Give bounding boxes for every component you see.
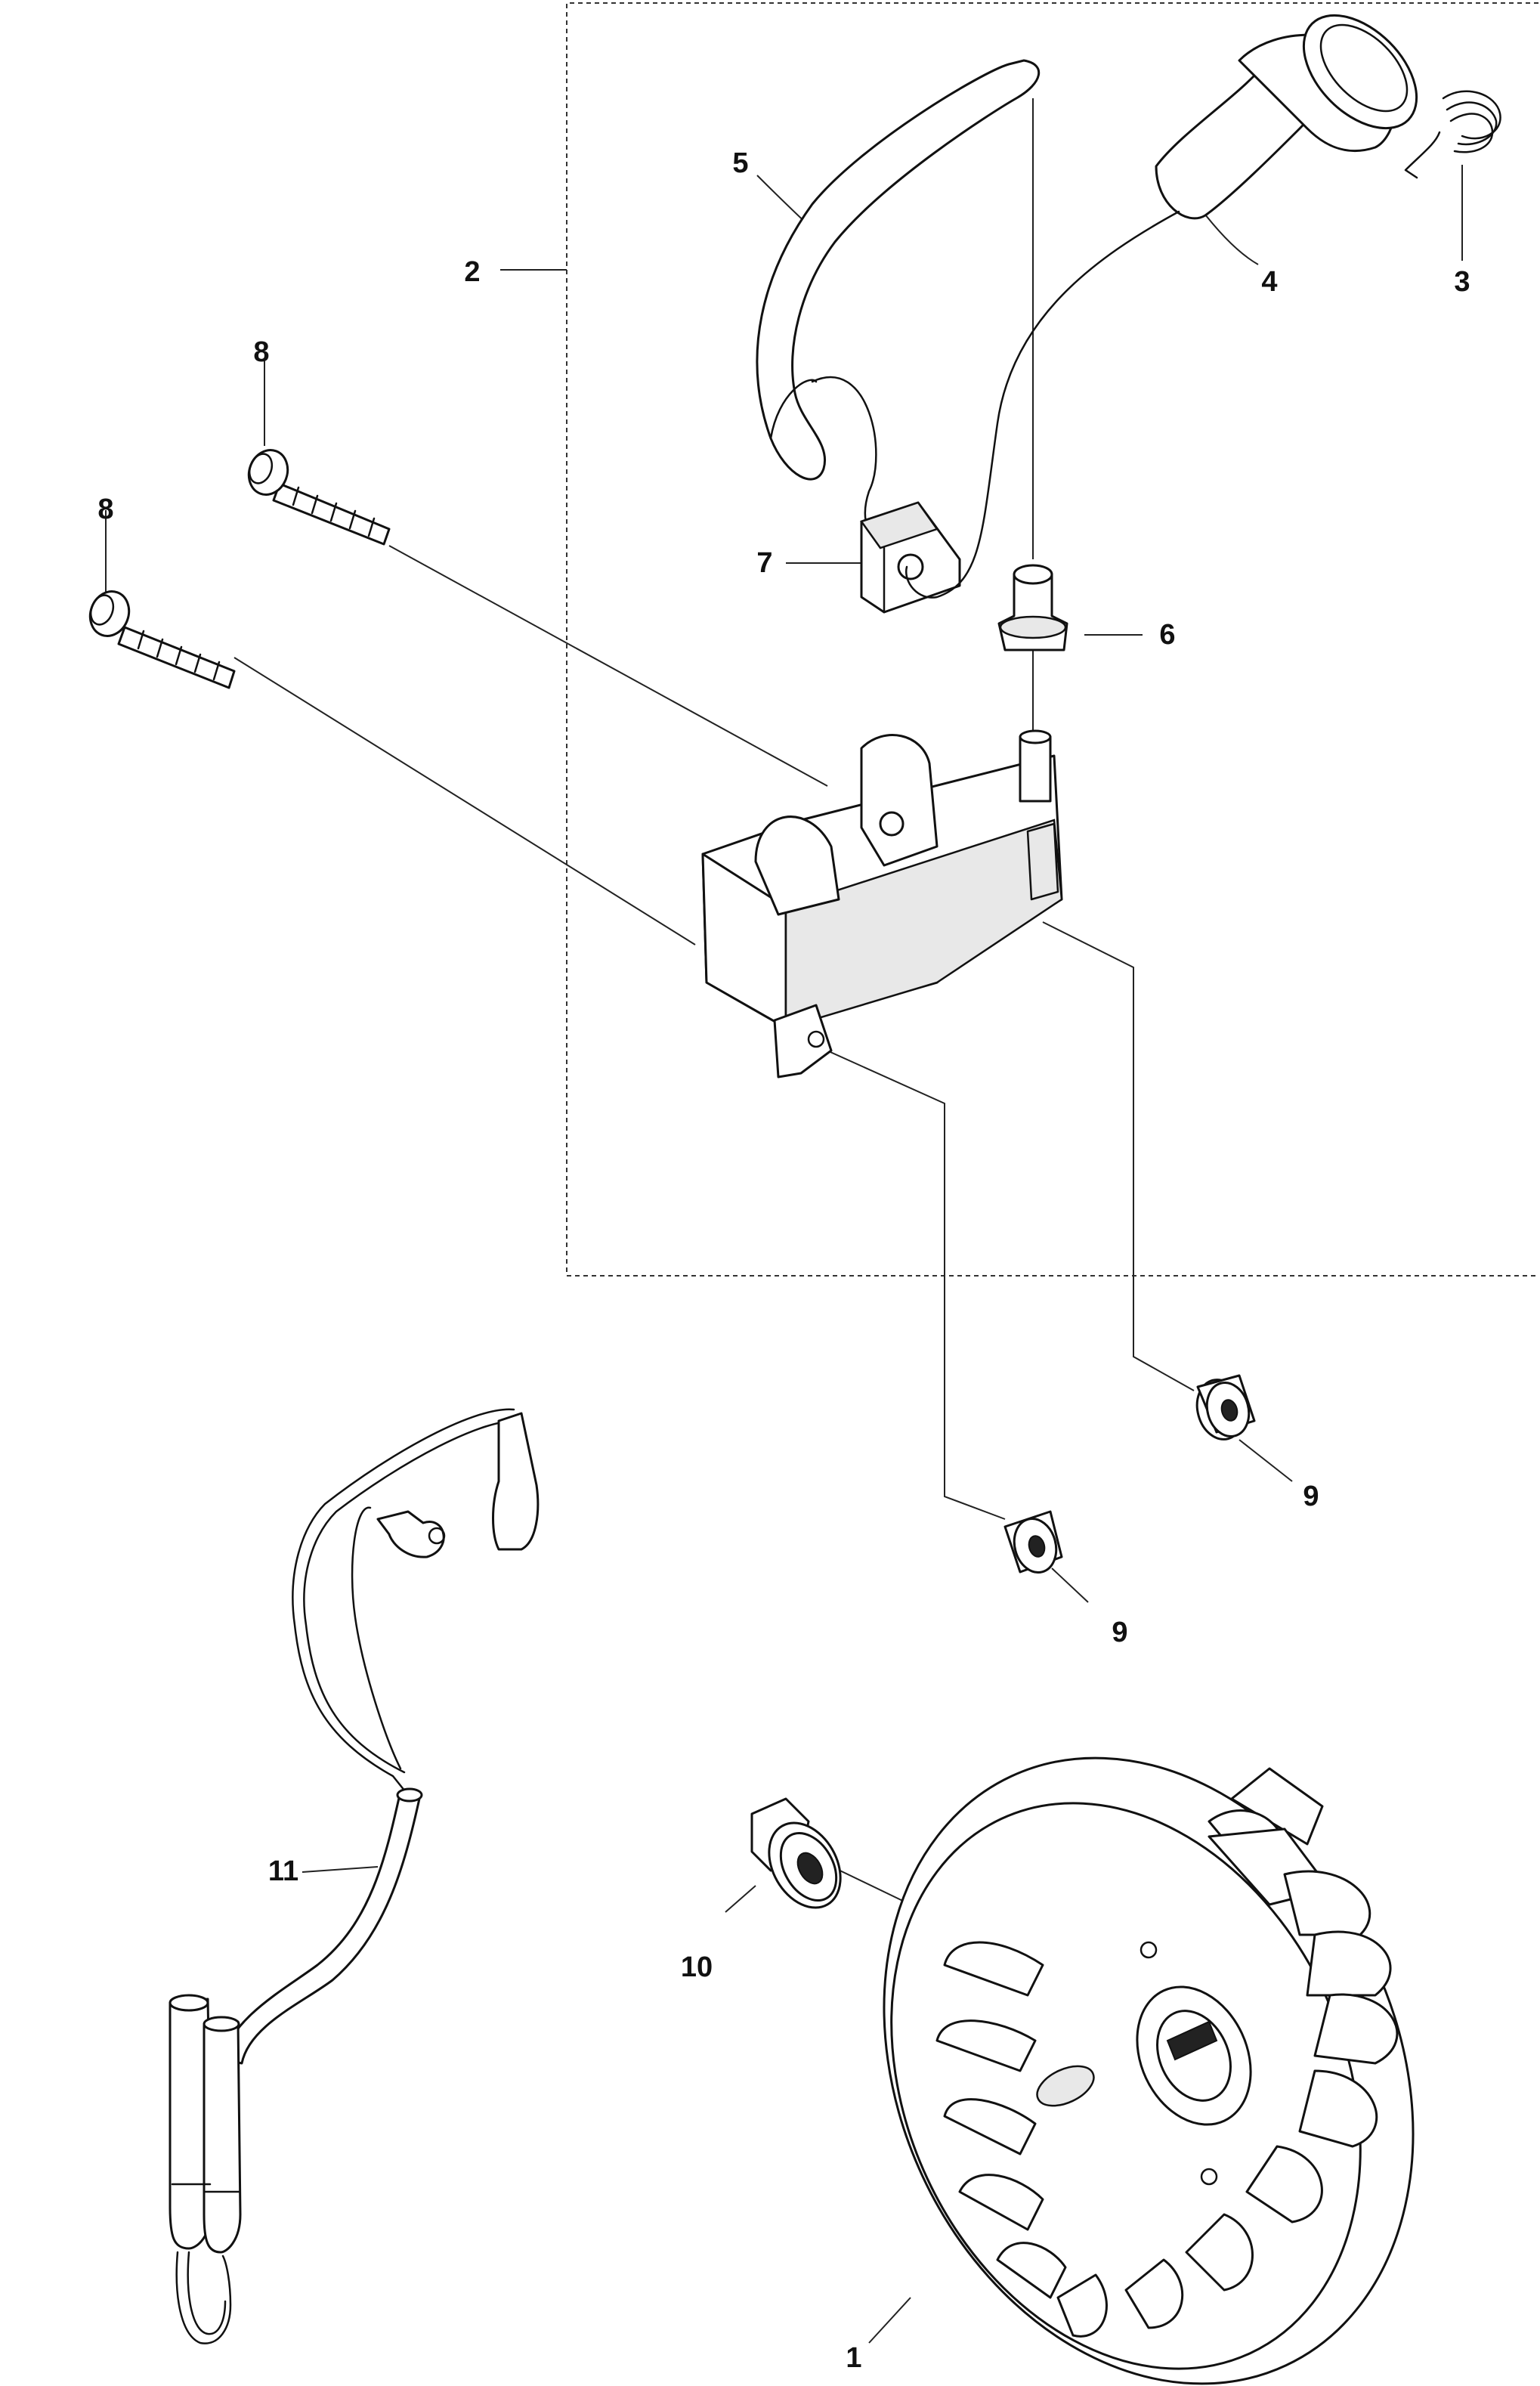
spark-plug-cap-icon <box>905 14 1418 599</box>
callout-8-lower: 8 <box>97 494 113 525</box>
callout-10: 10 <box>681 1951 713 1983</box>
flange-nut-icon <box>750 1797 842 1909</box>
callout-6: 6 <box>1159 619 1175 651</box>
assembly-boundary <box>566 2 1538 1277</box>
callout-3: 3 <box>1454 266 1470 298</box>
callout-5: 5 <box>732 147 748 179</box>
callout-11: 11 <box>268 1855 298 1887</box>
leader-lines <box>105 98 1463 2344</box>
callout-9-upper: 9 <box>1303 1481 1319 1512</box>
cable-clip-icon <box>859 501 961 614</box>
screw-icon <box>88 590 236 689</box>
ignition-module-assembly-icon <box>701 729 1063 1078</box>
spacer-icon <box>1003 1510 1063 1574</box>
callout-7: 7 <box>756 547 772 579</box>
callout-4: 4 <box>1261 266 1277 298</box>
spacer-icon <box>1195 1374 1256 1441</box>
cable-grommet-icon <box>997 564 1068 651</box>
flywheel-icon <box>883 1756 1415 2385</box>
cable-sleeve-icon <box>756 59 1041 546</box>
callout-labels: 1 2 3 4 5 6 7 8 8 9 9 10 11 <box>97 147 1470 2374</box>
screw-icon <box>247 449 391 546</box>
callout-1: 1 <box>846 2342 861 2374</box>
callout-8-upper: 8 <box>253 336 269 368</box>
wiring-harness-icon <box>169 1408 540 2344</box>
callout-9-lower: 9 <box>1112 1617 1127 1648</box>
spring-icon <box>1404 90 1501 179</box>
callout-2: 2 <box>464 256 480 288</box>
